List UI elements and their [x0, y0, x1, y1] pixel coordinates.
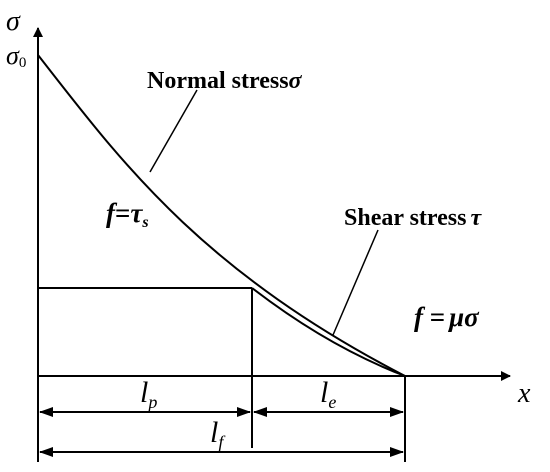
sigma-zero-label: σ0 [6, 41, 26, 71]
le-label: le [320, 376, 336, 412]
normal-stress-label: Normal stressσ [147, 68, 303, 94]
normal-stress-curve [37, 54, 406, 377]
lp-label: lp [140, 376, 157, 412]
region-right-label: f =μσ [414, 302, 480, 332]
lf-label: lf [210, 416, 226, 452]
shear-stress-curve [251, 287, 406, 377]
y-axis-label: σ [6, 6, 21, 37]
normal-stress-leader [149, 89, 198, 173]
region-left-label: f=τs [106, 198, 149, 231]
x-axis-label: x [517, 378, 531, 409]
shear-stress-leader [332, 229, 379, 336]
